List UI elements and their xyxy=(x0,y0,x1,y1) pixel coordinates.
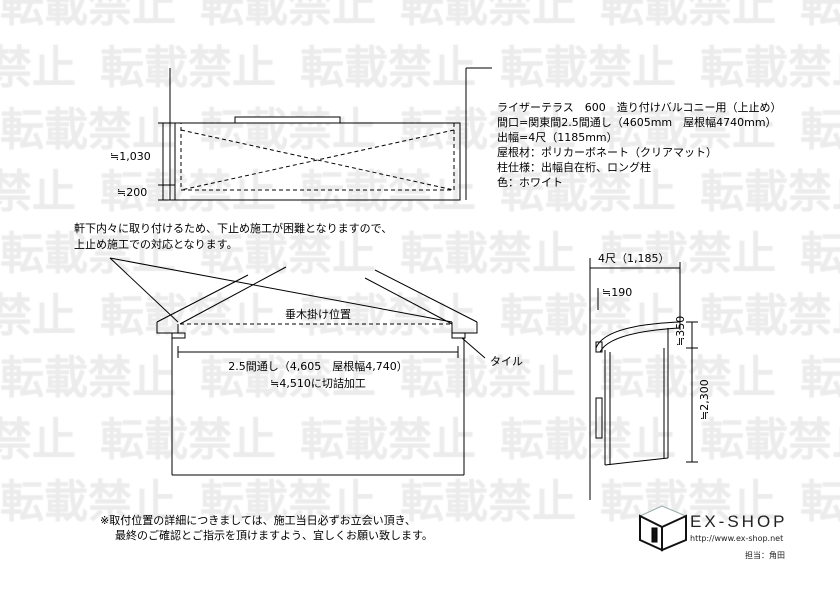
dim-height-label: ≒1,030 xyxy=(110,150,151,163)
side-height-label: ≒2,300 xyxy=(698,379,711,420)
brand-name: EX-SHOP xyxy=(690,512,788,531)
footer-note-line2: 最終のご確認とご指示を頂けますよう、宜しくお願い致します。 xyxy=(115,529,433,542)
spec-block: ライザーテラス 600 造り付けバルコニー用（上止め） 間口=関東間2.5間通し… xyxy=(497,100,782,190)
front-note-line2: 上止め施工での対応となります。 xyxy=(74,237,238,251)
side-rise-label: ≒350 xyxy=(674,316,687,346)
spec-line: 屋根材：ポリカーボネート（クリアマット） xyxy=(497,146,717,159)
tile-label: タイル xyxy=(490,355,523,368)
rafter-label: 垂木掛け位置 xyxy=(285,307,351,321)
brand-url: http://www.ex-shop.net xyxy=(690,534,784,543)
width-label: 2.5間通し（4,605 屋根幅4,740） xyxy=(228,359,407,373)
spec-line: 間口=関東間2.5間通し（4605mm 屋根幅4740mm） xyxy=(497,116,777,129)
spec-line: ライザーテラス 600 造り付けバルコニー用（上止め） xyxy=(497,101,782,114)
side-view: 4尺（1,185） ≒190 ≒350 ≒2,300 xyxy=(589,252,711,500)
footer-note: ※取付位置の詳細につきましては、施工当日必ずお立会い頂き、 最終のご確認とご指示… xyxy=(100,513,433,543)
spec-line: 色：ホワイト xyxy=(497,176,563,189)
dim-bottom-label: ≒200 xyxy=(117,186,147,199)
front-note-line1: 軒下内々に取り付けるため、下止め施工が困難となりますので、 xyxy=(74,221,392,235)
spec-line: 出幅=4尺（1185mm） xyxy=(497,131,618,144)
footer-note-line1: ※取付位置の詳細につきましては、施工当日必ずお立会い頂き、 xyxy=(100,514,416,527)
front-view: 軒下内々に取り付けるため、下止め施工が困難となりますので、 上止め施工での対応と… xyxy=(74,221,523,476)
top-view: ≒1,030 ≒200 xyxy=(110,67,492,201)
cut-label: ≒4,510に切詰加工 xyxy=(270,376,366,390)
side-offset-label: ≒190 xyxy=(602,286,632,299)
spec-line: 柱仕様：出幅自在桁、ロング柱 xyxy=(497,161,651,174)
side-depth-label: 4尺（1,185） xyxy=(598,252,670,265)
staff-label: 担当：角田 xyxy=(745,551,785,560)
ex-shop-logo-icon xyxy=(638,505,688,552)
